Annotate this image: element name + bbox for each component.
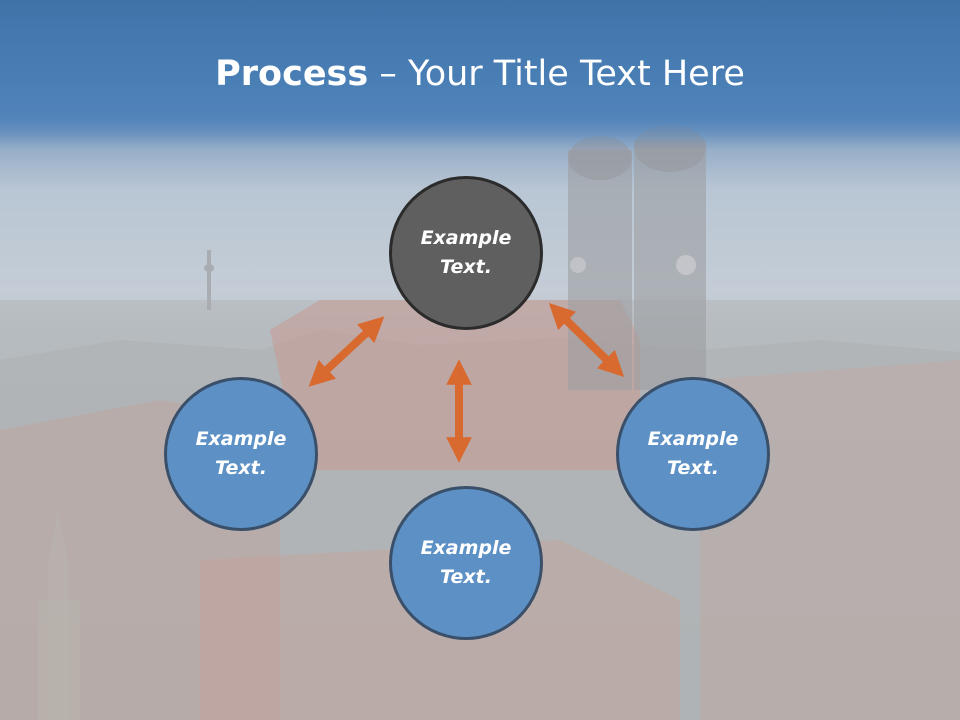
title-bar bbox=[0, 0, 960, 150]
node-bottom: Example Text. bbox=[389, 486, 543, 640]
node-left: Example Text. bbox=[164, 377, 318, 531]
arrow-top-right bbox=[548, 303, 625, 377]
node-top: Example Text. bbox=[389, 176, 543, 330]
arrow-top-left bbox=[308, 316, 385, 387]
node-right: Example Text. bbox=[616, 377, 770, 531]
title-rest: – Your Title Text Here bbox=[368, 54, 745, 94]
page-title: Process – Your Title Text Here bbox=[0, 52, 960, 96]
title-bold: Process bbox=[215, 54, 369, 94]
